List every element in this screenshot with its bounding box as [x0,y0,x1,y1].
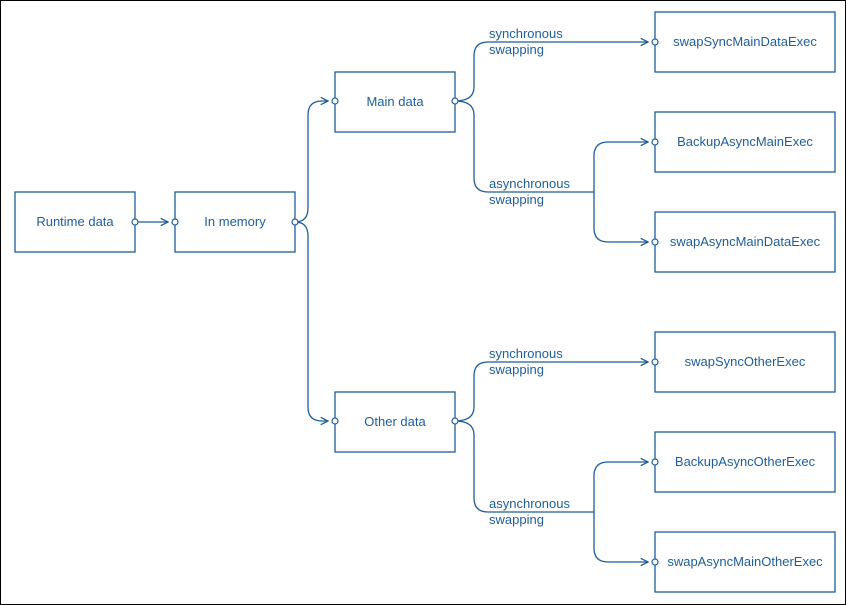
edge-label-other-async-2: swapping [489,512,544,527]
node-label: swapAsyncMainDataExec [670,234,821,249]
edge-main-async [454,100,594,193]
edge-main-async-backup [593,142,648,192]
node-swap-async-main-other: swapAsyncMainOtherExec [654,531,836,593]
edge-label-main-async-1: asynchronous [489,176,570,191]
edge-other-sync [454,362,648,422]
port-swap-async-main-in [651,238,659,246]
edge-main-sync [454,42,648,102]
node-runtime-data: Runtime data [14,191,136,253]
node-other-data: Other data [334,391,456,453]
edge-label-other-async-1: asynchronous [489,496,570,511]
node-label: BackupAsyncOtherExec [675,454,816,469]
port-runtime-out [131,218,139,226]
port-memory-out [291,218,299,226]
edge-main-async-swap [593,192,648,242]
edge-label-main-sync-2: swapping [489,42,544,57]
port-memory-in [171,218,179,226]
node-swap-sync-main: swapSyncMainDataExec [654,11,836,73]
edge-other-async-backup [593,462,648,512]
port-other-in [331,417,339,425]
node-in-memory: In memory [174,191,296,253]
port-swap-sync-other-in [651,358,659,366]
port-main-out [451,97,459,105]
node-label: swapAsyncMainOtherExec [667,554,823,569]
port-backup-async-other-in [651,458,659,466]
port-other-out [451,417,459,425]
port-swap-async-main-other-in [651,558,659,566]
port-main-in [331,97,339,105]
edge-label-other-sync-2: swapping [489,362,544,377]
node-label: swapSyncOtherExec [685,354,806,369]
edge-memory-to-main [294,101,328,223]
edge-label-main-sync-1: synchronous [489,26,563,41]
edge-memory-to-other [294,221,328,421]
node-label: Other data [364,414,426,429]
edge-other-async-swap [593,512,648,562]
node-backup-async-main: BackupAsyncMainExec [654,111,836,173]
port-swap-sync-main-in [651,38,659,46]
node-label: Main data [366,94,424,109]
node-label: BackupAsyncMainExec [677,134,813,149]
node-label: In memory [204,214,266,229]
node-label: Runtime data [36,214,114,229]
node-main-data: Main data [334,71,456,133]
edge-label-main-async-2: swapping [489,192,544,207]
node-swap-async-main: swapAsyncMainDataExec [654,211,836,273]
node-swap-sync-other: swapSyncOtherExec [654,331,836,393]
connectors [135,42,648,562]
edge-label-other-sync-1: synchronous [489,346,563,361]
node-label: swapSyncMainDataExec [673,34,817,49]
node-backup-async-other: BackupAsyncOtherExec [654,431,836,493]
edge-other-async [454,420,594,513]
ports [131,38,659,566]
port-backup-async-main-in [651,138,659,146]
